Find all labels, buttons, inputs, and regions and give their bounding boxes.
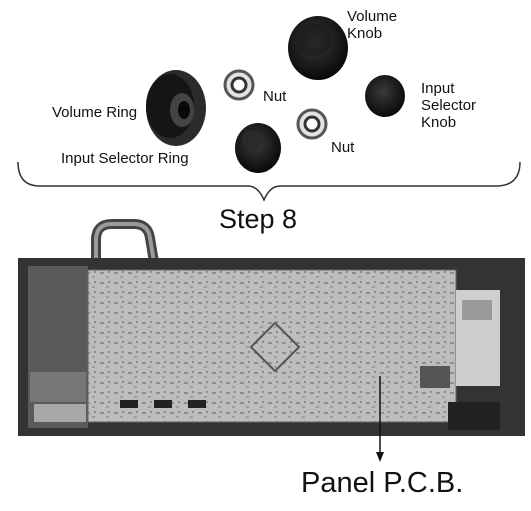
step-label: Step 8 [219,204,298,234]
label-volume-knob: Volume Knob [347,8,398,42]
input-selector-knob [365,75,405,117]
panel-pcb-label: Panel P.C.B. [301,467,464,499]
label-volume-ring: Volume Ring [52,104,138,121]
panel-pcb-board [87,269,500,430]
volume-ring [146,70,206,146]
nut-1 [223,69,255,101]
pcb-pointer-arrow [376,376,384,462]
ribbon-cable [91,219,159,263]
nut-2 [296,108,328,140]
label-input-selector-ring: Input Selector Ring [61,150,189,167]
label-nut-1: Nut [263,88,287,105]
grouping-brace [17,161,521,202]
label-nut-2: Nut [331,139,355,156]
volume-knob [288,16,348,80]
input-selector-ring [235,123,281,173]
label-input-selector-knob: Input Selector Knob [421,80,477,131]
